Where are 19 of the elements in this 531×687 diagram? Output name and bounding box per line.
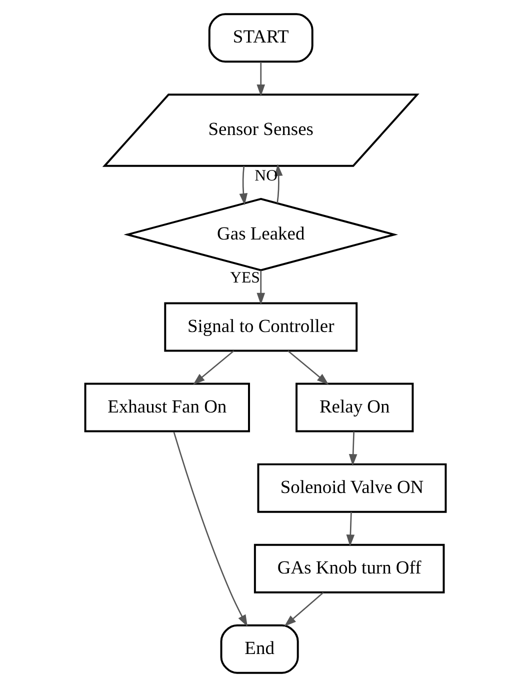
node-box: Relay On <box>296 382 414 432</box>
node-box: Exhaust Fan On <box>84 382 250 432</box>
edge-label: YES <box>230 269 260 286</box>
edge-label: NO <box>254 168 278 185</box>
arrow <box>346 512 355 547</box>
arrow <box>239 166 248 206</box>
arrow <box>192 350 234 385</box>
node-box: START <box>208 13 314 63</box>
node-box: End <box>220 624 299 674</box>
node-diamond: Gas Leaked <box>124 198 398 272</box>
arrow <box>256 62 266 96</box>
arrow <box>288 350 329 385</box>
arrow <box>256 270 266 305</box>
node-box: GAs Knob turn Off <box>254 544 445 594</box>
arrow <box>348 431 358 466</box>
arrow <box>284 592 324 626</box>
node-box: Solenoid Valve ON <box>257 463 447 513</box>
node-box: Signal to Controller <box>164 302 358 352</box>
arrow <box>173 432 248 627</box>
